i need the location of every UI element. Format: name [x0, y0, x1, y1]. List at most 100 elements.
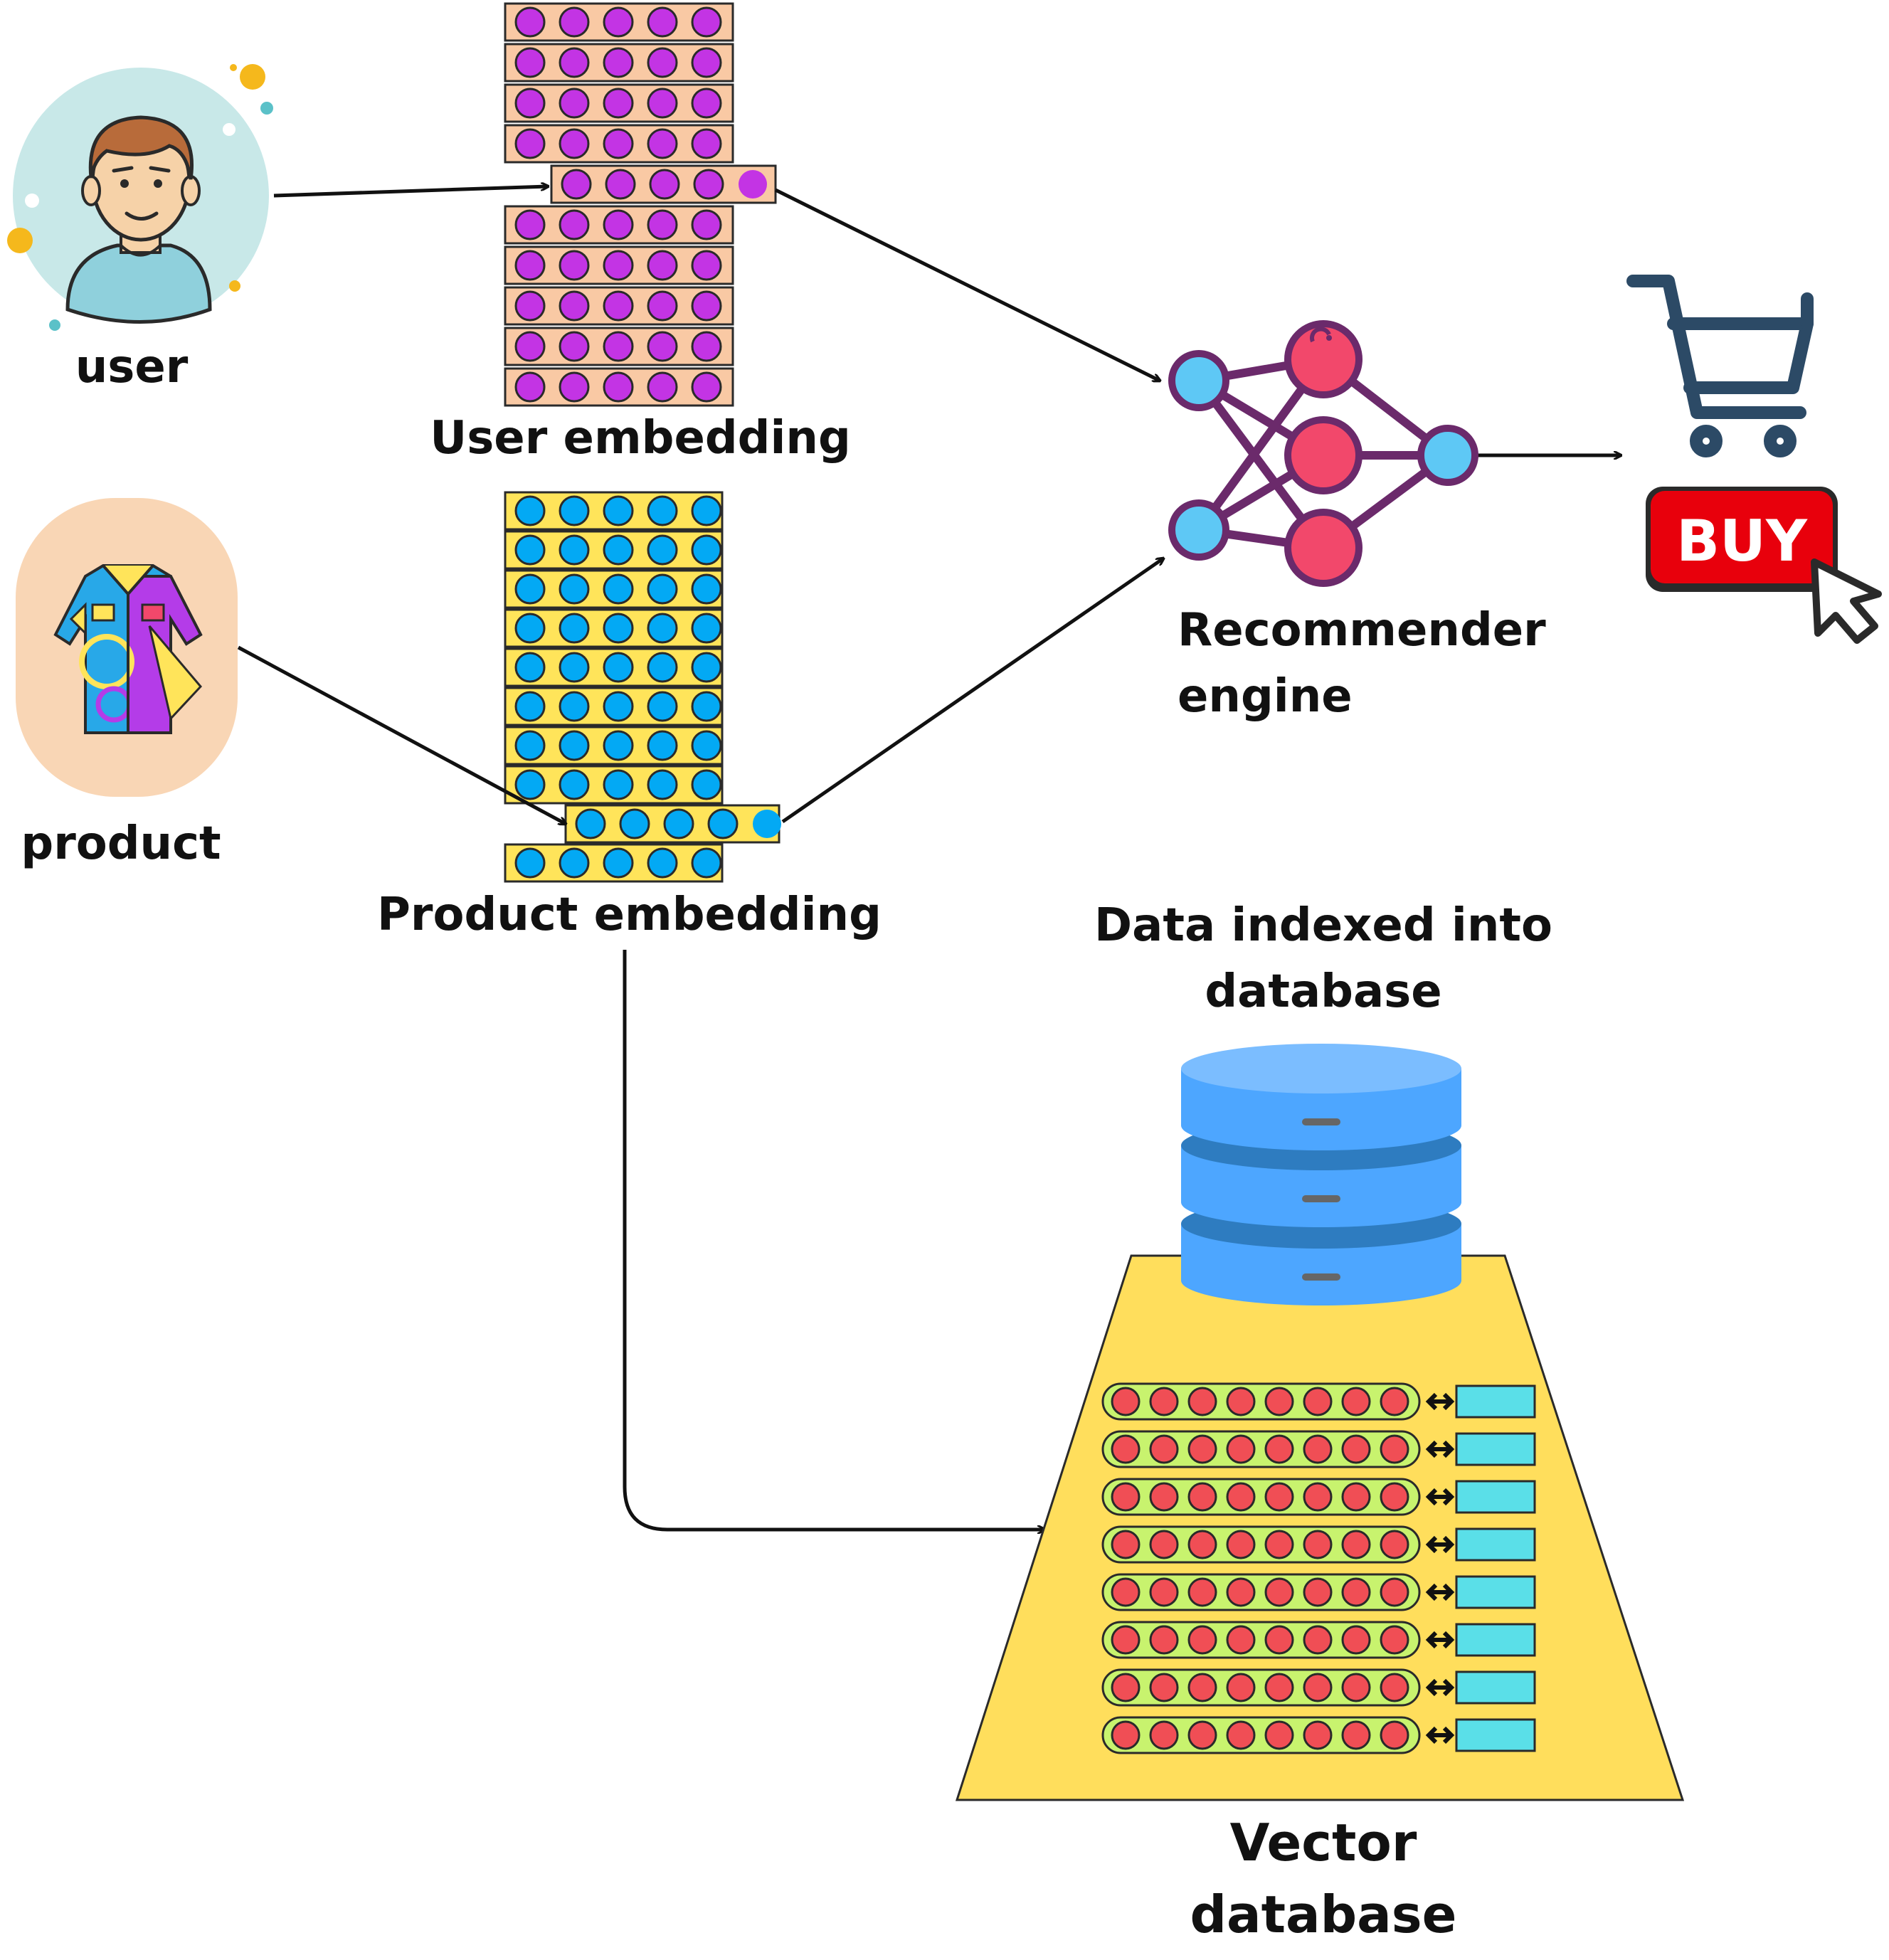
embedding-dot	[691, 847, 722, 879]
embedding-dot	[559, 613, 590, 644]
embedding-dot	[514, 290, 546, 322]
vector-dot	[1226, 1577, 1256, 1607]
embedding-dot	[559, 47, 590, 78]
embedding-dot	[559, 371, 590, 403]
embedding-dot	[575, 808, 606, 839]
vector-dot	[1264, 1625, 1294, 1655]
embedding-row	[504, 687, 724, 726]
vector-dot	[1149, 1720, 1179, 1750]
embedding-dot	[691, 730, 722, 761]
embedding-dot	[514, 730, 546, 761]
embedding-dot	[603, 6, 634, 38]
vector-dot	[1149, 1387, 1179, 1416]
embedding-dot	[559, 730, 590, 761]
double-arrow-icon	[1425, 1392, 1455, 1411]
embedding-dot	[559, 495, 590, 526]
vector-dot	[1149, 1625, 1179, 1655]
arrow-product-embedding-to-engine	[781, 558, 1163, 824]
embedding-dot	[559, 209, 590, 240]
vector-row	[1101, 1668, 1536, 1707]
embedding-row	[504, 327, 734, 366]
embedding-dot	[603, 730, 634, 761]
vector-id-box	[1455, 1718, 1536, 1752]
vector-row	[1101, 1382, 1536, 1421]
embedding-dot	[691, 371, 722, 403]
embedding-dot	[514, 613, 546, 644]
vector-rows	[1101, 1382, 1536, 1754]
embedding-dot	[663, 808, 694, 839]
vector-dot	[1303, 1720, 1333, 1750]
embedding-dot	[561, 169, 592, 200]
embedding-dot	[753, 810, 781, 838]
embedding-row	[504, 367, 734, 407]
embedding-dot	[707, 808, 739, 839]
shirt-icon	[16, 498, 238, 797]
vector-dot	[1380, 1530, 1409, 1559]
vector-dot	[1111, 1720, 1141, 1750]
embedding-dot	[603, 573, 634, 605]
embedding-dot	[691, 769, 722, 800]
vector-database-title: Vector database	[1110, 1807, 1537, 1951]
vector-id-box	[1455, 1384, 1536, 1419]
vector-dot	[1111, 1530, 1141, 1559]
vector-dot	[1264, 1577, 1294, 1607]
shopping-cart-icon	[1626, 275, 1814, 457]
embedding-dot	[514, 128, 546, 159]
embedding-dot	[514, 209, 546, 240]
arrow-user-embedding-to-engine	[774, 188, 1160, 381]
embedding-dot	[514, 88, 546, 119]
vector-dot	[1111, 1387, 1141, 1416]
buy-button[interactable]: BUY	[1646, 487, 1838, 592]
embedding-dot	[603, 847, 634, 879]
embedding-dot	[605, 169, 636, 200]
vector-dot	[1341, 1625, 1371, 1655]
recommender-engine-title: Recommender engine	[1178, 598, 1546, 730]
embedding-dot	[514, 331, 546, 362]
embedding-row	[504, 245, 734, 285]
embedding-dot	[647, 534, 678, 566]
vector-dot	[1264, 1673, 1294, 1702]
embedding-dot	[691, 88, 722, 119]
vector-id-box	[1455, 1623, 1536, 1657]
embedding-dot	[691, 128, 722, 159]
recommender-engine-line-2: engine	[1178, 669, 1353, 723]
vector-dot	[1303, 1673, 1333, 1702]
vector-dot	[1264, 1530, 1294, 1559]
vector-dot	[1111, 1625, 1141, 1655]
embedding-dot	[647, 128, 678, 159]
embedding-dot	[514, 6, 546, 38]
embedding-dot	[603, 495, 634, 526]
vector-id-box	[1455, 1575, 1536, 1609]
vector-dot	[1149, 1577, 1179, 1607]
vector-dot	[1149, 1434, 1179, 1464]
vector-dot	[1111, 1673, 1141, 1702]
embedding-dot	[649, 169, 680, 200]
embedding-dot	[691, 250, 722, 281]
embedding-dot	[514, 371, 546, 403]
vector-dot	[1149, 1530, 1179, 1559]
vector-database-line-1: Vector	[1229, 1813, 1417, 1872]
embedding-dot	[603, 769, 634, 800]
embedding-dot	[619, 808, 650, 839]
vector-dot	[1341, 1720, 1371, 1750]
vector-dot	[1341, 1530, 1371, 1559]
embedding-dot	[514, 691, 546, 722]
vector-dot	[1380, 1387, 1409, 1416]
vector-dot	[1111, 1434, 1141, 1464]
vector-dot	[1264, 1720, 1294, 1750]
user-embedding-title: User embedding	[430, 412, 851, 465]
vector-dot	[1187, 1434, 1217, 1464]
embedding-dot	[603, 250, 634, 281]
user-label: user	[75, 341, 189, 393]
recommender-engine-line-1: Recommender	[1178, 604, 1546, 657]
arrow-product-to-embedding	[237, 645, 566, 824]
vector-id-box	[1455, 1527, 1536, 1562]
embedding-row	[504, 286, 734, 326]
embedding-dot	[691, 290, 722, 322]
embedding-dot	[691, 573, 722, 605]
embedding-dot	[514, 495, 546, 526]
embedding-row	[504, 205, 734, 245]
vector-dot	[1149, 1482, 1179, 1512]
embedding-dot	[514, 47, 546, 78]
embedding-row	[504, 843, 724, 883]
